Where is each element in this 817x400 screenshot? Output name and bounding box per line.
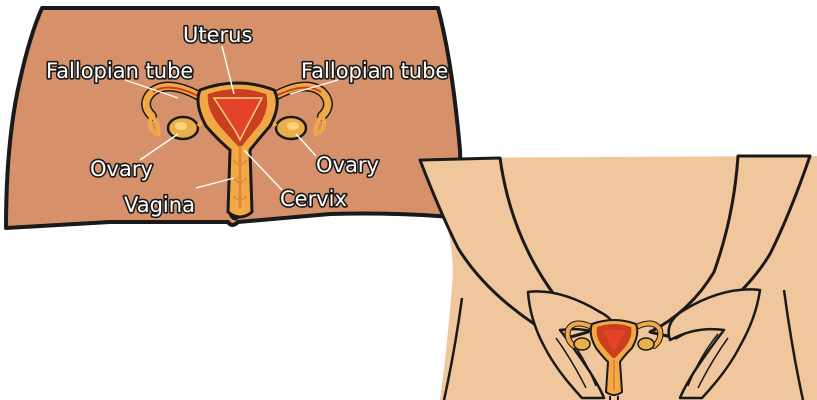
fallopian-tube-left-label: Fallopian tube <box>46 59 193 83</box>
cervix-label: Cervix <box>280 187 347 211</box>
fallopian-tube-right-label: Fallopian tube <box>301 59 448 83</box>
vagina-label: Vagina <box>124 193 195 217</box>
torso-hands-panel <box>420 156 817 400</box>
closeup-panel: Uterus Fallopian tube Fallopian tube Ova… <box>6 8 462 228</box>
uterus-label: Uterus <box>183 23 252 47</box>
ovary-right-label: Ovary <box>316 153 379 177</box>
ovary-left-label: Ovary <box>90 157 153 181</box>
